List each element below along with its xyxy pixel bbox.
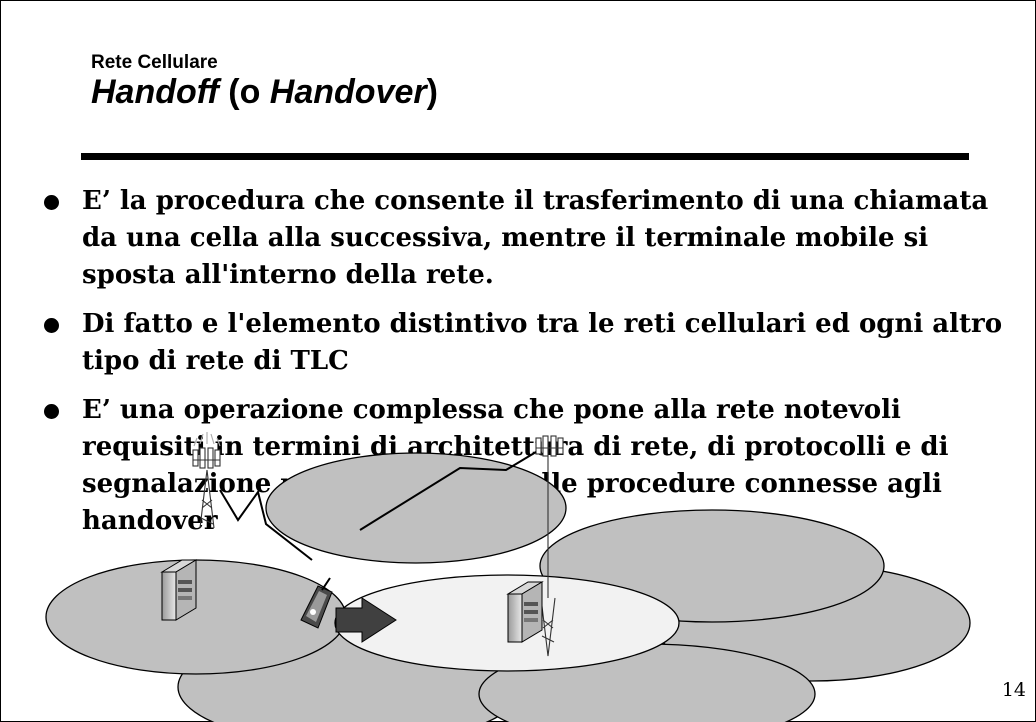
slide-kicker: Rete Cellulare (91, 52, 218, 73)
base-station-server-icon (506, 581, 544, 643)
radio-link-icon (219, 489, 313, 561)
title-term-handover: Handover (269, 73, 427, 111)
title-close: ) (426, 73, 438, 111)
bullet-item: E’ una operazione complessa che pone all… (44, 392, 1004, 540)
slide-title: Handoff (o Handover) (91, 73, 438, 112)
base-station-server-icon (160, 559, 198, 621)
cell-target (334, 574, 680, 672)
bullet-item: Di fatto e l'elemento distintivo tra le … (44, 306, 1004, 380)
title-open: (o (218, 73, 270, 111)
mobile-phone-icon (300, 577, 333, 629)
bullet-list: E’ la procedura che consente il trasferi… (44, 183, 1004, 552)
handover-diagram (45, 432, 971, 722)
arrow-right-icon (335, 597, 397, 643)
cell-top (265, 452, 567, 564)
bullet-text: E’ la procedura che consente il trasferi… (82, 186, 989, 290)
title-term-handoff: Handoff (91, 73, 219, 111)
antenna-tower-icon (535, 435, 564, 657)
bullet-text: E’ una operazione complessa che pone all… (82, 395, 949, 536)
bullet-item: E’ la procedura che consente il trasferi… (44, 183, 1004, 294)
bullet-text: Di fatto e l'elemento distintivo tra le … (82, 309, 1003, 376)
radio-link-icon (359, 451, 537, 531)
page-number: 14 (1001, 679, 1026, 701)
bullet-dot-icon (44, 318, 59, 333)
antenna-tower-icon (192, 432, 221, 529)
title-rule (81, 153, 969, 160)
bullet-dot-icon (44, 404, 59, 419)
bullet-dot-icon (44, 195, 59, 210)
